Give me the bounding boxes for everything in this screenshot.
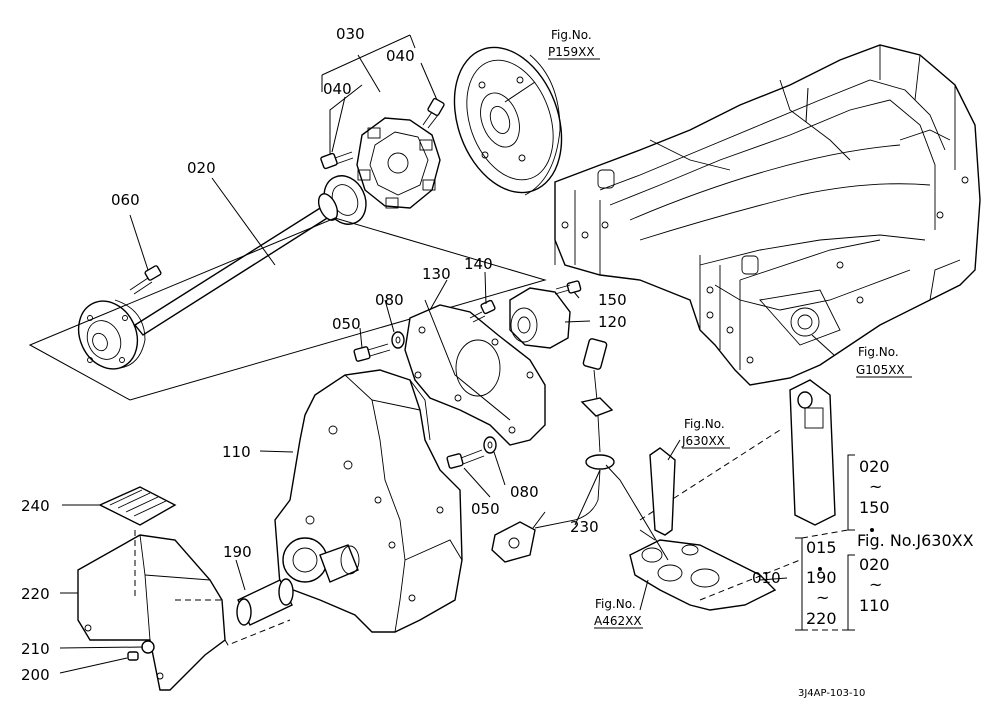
label-150: 150 — [598, 291, 627, 309]
label-240: 240 — [21, 497, 50, 515]
spline-shaft — [236, 578, 294, 626]
ref-j630-title: Fig.No. — [684, 417, 725, 431]
group-brackets — [795, 454, 855, 631]
drawing-code: 3J4AP-103-10 — [798, 688, 865, 699]
label-050-lower: 050 — [471, 500, 500, 518]
ref-p159-title: Fig.No. — [551, 28, 592, 42]
washer-080-lower — [483, 436, 497, 454]
ref-p159-code: P159XX — [548, 45, 595, 59]
group-right-to: 110 — [859, 596, 890, 615]
bolt-150 — [554, 280, 582, 295]
label-210: 210 — [21, 640, 50, 658]
dot-separator-left — [818, 567, 822, 571]
label-120: 120 — [598, 313, 627, 331]
group-left-from: 015 — [806, 538, 837, 557]
pump-gearcase — [274, 369, 463, 633]
bolt-140 — [469, 299, 496, 323]
flywheel — [453, 46, 563, 196]
label-080-upper: 080 — [375, 291, 404, 309]
screw-200 — [127, 651, 139, 661]
label-040-left: 040 — [323, 80, 352, 98]
leader-lines — [59, 34, 835, 674]
bolt-050 — [353, 343, 391, 362]
group-right-from: 020 — [859, 555, 890, 574]
bolt-060 — [129, 265, 162, 295]
label-220: 220 — [21, 585, 50, 603]
label-060: 060 — [111, 191, 140, 209]
drive-shaft — [77, 175, 367, 370]
ref-g105-title: Fig.No. — [858, 345, 899, 359]
shaft-boundary — [28, 217, 547, 401]
label-140: 140 — [464, 255, 493, 273]
label-050-upper: 050 — [332, 315, 361, 333]
group-upper-ref: Fig. No.J630XX — [857, 531, 974, 550]
bolt-040-right — [422, 97, 445, 129]
coupling — [356, 117, 441, 209]
caution-label — [98, 486, 177, 526]
bolt-050-lower — [446, 449, 485, 469]
ref-a462-title: Fig.No. — [595, 597, 636, 611]
group-left-to: 220 — [806, 609, 837, 628]
bracket-j630 — [649, 379, 836, 536]
label-040-right: 040 — [386, 47, 415, 65]
group-upper-tilde: ~ — [869, 477, 882, 496]
label-080-lower: 080 — [510, 483, 539, 501]
transmission-case — [554, 44, 981, 386]
group-left-mid: 190 — [806, 568, 837, 587]
bearing-housing — [509, 287, 571, 349]
washer-080 — [391, 331, 405, 349]
label-110: 110 — [222, 443, 251, 461]
label-030: 030 — [336, 25, 365, 43]
group-left-tilde: ~ — [816, 588, 829, 607]
adapter-plate — [404, 304, 546, 446]
ref-a462-code: A462XX — [594, 614, 642, 628]
label-020: 020 — [187, 159, 216, 177]
label-200: 200 — [21, 666, 50, 684]
label-230: 230 — [570, 518, 599, 536]
label-190: 190 — [223, 543, 252, 561]
dot-separator — [870, 528, 874, 532]
washer-210 — [141, 640, 155, 654]
label-010: 010 — [752, 569, 781, 587]
group-upper-from: 020 — [859, 457, 890, 476]
ref-j630-code: J630XX — [681, 434, 725, 448]
group-upper-to: 150 — [859, 498, 890, 517]
cover — [77, 534, 226, 691]
group-right-tilde: ~ — [869, 575, 882, 594]
label-130: 130 — [422, 265, 451, 283]
bolt-040-left — [320, 151, 354, 170]
ref-g105-code: G105XX — [856, 363, 905, 377]
